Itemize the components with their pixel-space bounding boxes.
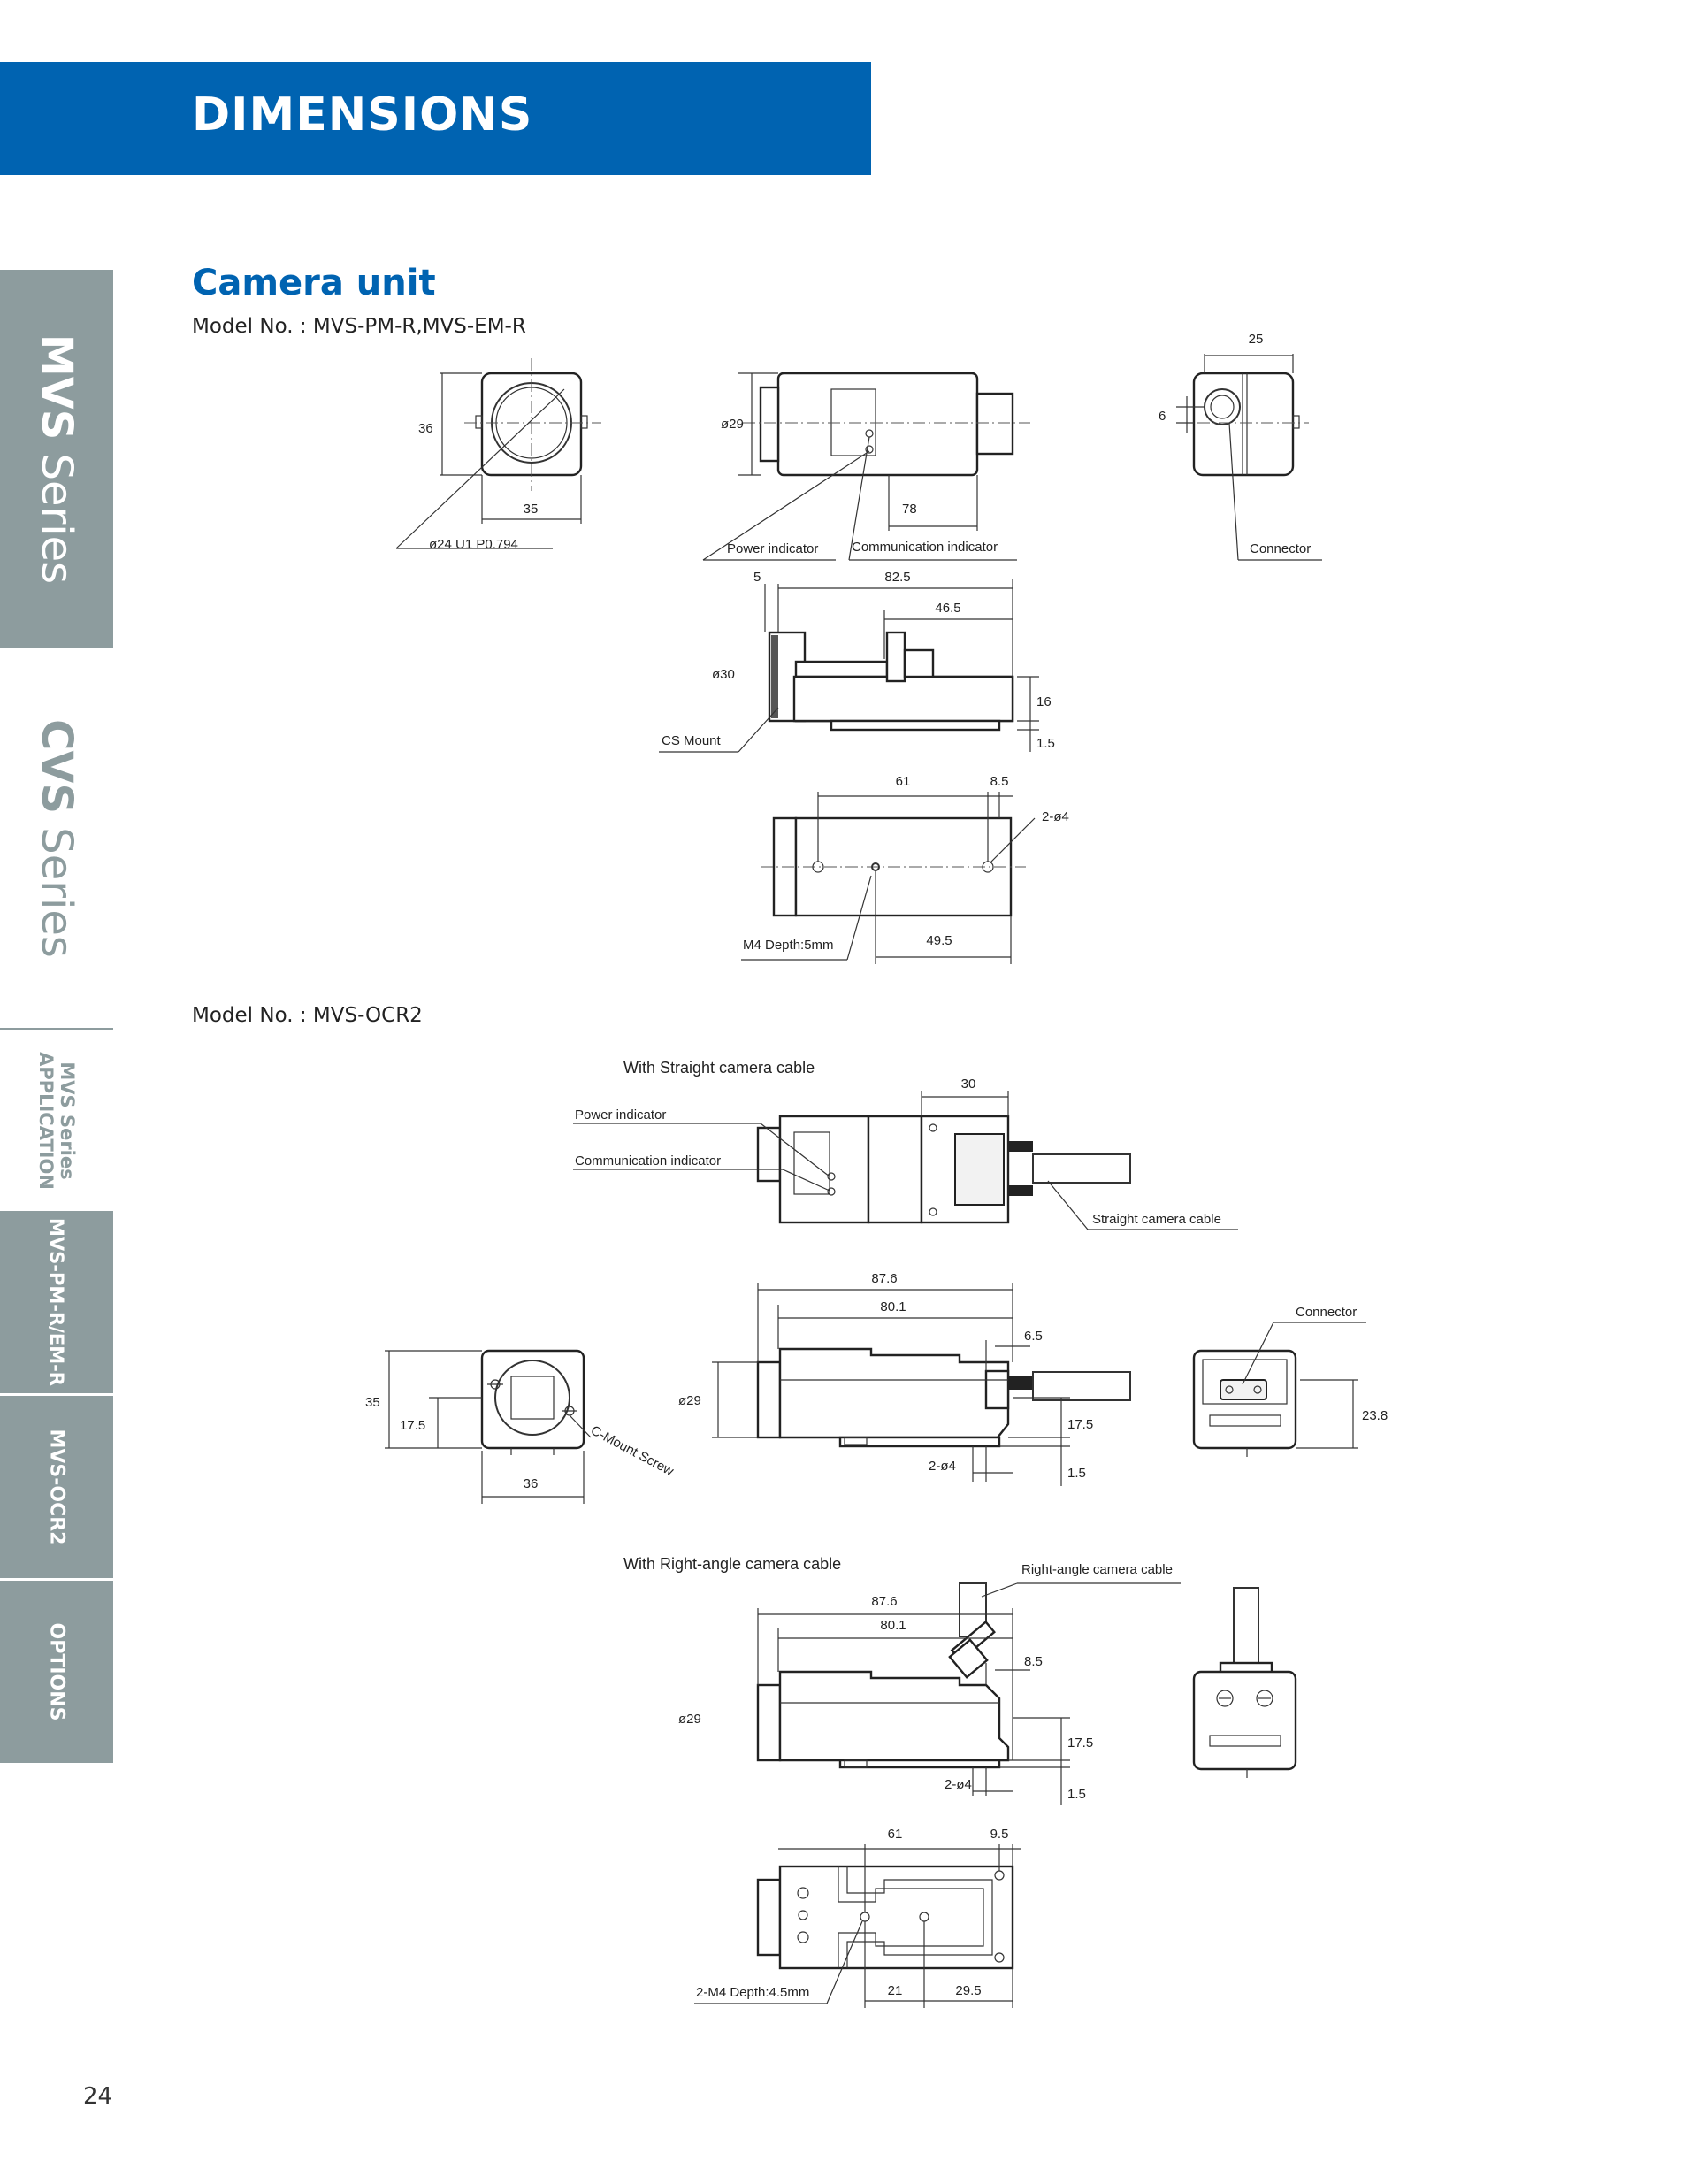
- dim-36: 36: [418, 421, 433, 436]
- label-connector: Connector: [1250, 541, 1311, 556]
- side-tab-mvs-application[interactable]: MVS Series APPLICATION: [0, 1028, 113, 1211]
- dim-2-phi4: 2-ø4: [1042, 809, 1069, 824]
- dim-87-6-r: 87.6: [871, 1594, 897, 1609]
- dim-17-5-r: 17.5: [1067, 1736, 1093, 1751]
- ocr2-rear-view: [1192, 1322, 1366, 1457]
- dim-1-5-r: 1.5: [1067, 1787, 1086, 1802]
- dim-49-5: 49.5: [926, 933, 952, 948]
- label-c-mount-screw: C-Mount Screw: [588, 1423, 676, 1480]
- dim-82-5: 82.5: [884, 570, 910, 585]
- title-right-angle-cable: With Right-angle camera cable: [623, 1555, 841, 1573]
- dim-29-5: 29.5: [955, 1983, 981, 1998]
- dim-35: 35: [524, 502, 539, 517]
- title-straight-cable: With Straight camera cable: [623, 1059, 815, 1077]
- dim-9-5: 9.5: [990, 1827, 1009, 1842]
- side-tab-mvs-pm-r-em-r[interactable]: MVS-PM-R/EM-R: [0, 1211, 113, 1393]
- dim-phi29-r: ø29: [678, 1712, 701, 1727]
- model-number-2: Model No. : MVS-OCR2: [192, 1004, 423, 1027]
- dim-25: 25: [1249, 332, 1264, 347]
- page-title: DIMENSIONS: [192, 88, 533, 142]
- section-title: Camera unit: [192, 263, 436, 303]
- dim-phi29: ø29: [721, 417, 744, 432]
- camera-mount-side-view: [659, 579, 1039, 753]
- camera-side-view: [702, 372, 1030, 561]
- camera-front-view: [395, 358, 601, 549]
- dim-46-5: 46.5: [935, 601, 960, 616]
- ocr2-right-angle-side-view: [756, 1582, 1181, 1805]
- label-communication-indicator: Communication indicator: [852, 540, 998, 555]
- ocr2-front-view: [385, 1349, 592, 1504]
- dim-61: 61: [896, 774, 911, 789]
- dim-36-b: 36: [524, 1476, 539, 1491]
- dim-17-5-a: 17.5: [400, 1418, 425, 1433]
- dim-1-5-b: 1.5: [1067, 1466, 1086, 1481]
- dim-lens-thread: ø24 U1 P0.794: [429, 537, 518, 552]
- header-banner: DIMENSIONS: [0, 62, 871, 175]
- ocr2-bottom-view: [694, 1844, 1021, 2008]
- dim-17-5-b: 17.5: [1067, 1417, 1093, 1432]
- dim-5: 5: [753, 570, 761, 585]
- dim-80-1: 80.1: [880, 1299, 906, 1314]
- dim-8-5: 8.5: [990, 774, 1009, 789]
- label-power-indicator-2: Power indicator: [575, 1107, 666, 1123]
- dim-8-5-r: 8.5: [1024, 1654, 1043, 1669]
- side-tab-cvs-series[interactable]: CVS Series: [0, 650, 113, 1026]
- page-number: 24: [83, 2083, 113, 2110]
- side-tab-mvs-series[interactable]: MVS Series: [0, 270, 113, 648]
- label-communication-indicator-2: Communication indicator: [575, 1153, 721, 1169]
- dim-6: 6: [1159, 409, 1166, 424]
- ocr2-straight-top-view: [573, 1091, 1238, 1230]
- dim-2-phi4-b: 2-ø4: [929, 1459, 956, 1474]
- dim-6-5: 6.5: [1024, 1329, 1043, 1344]
- label-connector-2: Connector: [1296, 1305, 1357, 1320]
- label-right-angle-cable: Right-angle camera cable: [1021, 1562, 1173, 1577]
- dim-78: 78: [902, 502, 917, 517]
- dim-23-8: 23.8: [1362, 1408, 1388, 1423]
- dim-phi30: ø30: [712, 667, 735, 682]
- ocr2-straight-side-view: [712, 1283, 1131, 1486]
- dim-2-phi4-r: 2-ø4: [945, 1777, 972, 1792]
- dim-35-b: 35: [365, 1395, 380, 1410]
- ocr2-right-angle-rear-view: [1192, 1587, 1297, 1778]
- dim-80-1-r: 80.1: [880, 1618, 906, 1633]
- label-2-m4-depth: 2-M4 Depth:4.5mm: [696, 1985, 809, 2000]
- camera-bottom-view: [741, 792, 1036, 964]
- dim-16: 16: [1036, 694, 1052, 709]
- label-power-indicator: Power indicator: [727, 541, 818, 556]
- dim-1-5: 1.5: [1036, 736, 1055, 751]
- dim-87-6: 87.6: [871, 1271, 897, 1286]
- model-number-1: Model No. : MVS-PM-R,MVS-EM-R: [192, 315, 526, 338]
- dim-61-b: 61: [888, 1827, 903, 1842]
- label-straight-cable: Straight camera cable: [1092, 1212, 1221, 1227]
- label-cs-mount: CS Mount: [662, 733, 722, 748]
- camera-rear-view: [1176, 354, 1322, 561]
- side-tab-options[interactable]: OPTIONS: [0, 1581, 113, 1763]
- dim-21: 21: [888, 1983, 903, 1998]
- dim-30: 30: [961, 1077, 976, 1092]
- side-tab-mvs-ocr2[interactable]: MVS-OCR2: [0, 1396, 113, 1578]
- label-m4-depth: M4 Depth:5mm: [743, 938, 834, 953]
- dim-phi29-b: ø29: [678, 1393, 701, 1408]
